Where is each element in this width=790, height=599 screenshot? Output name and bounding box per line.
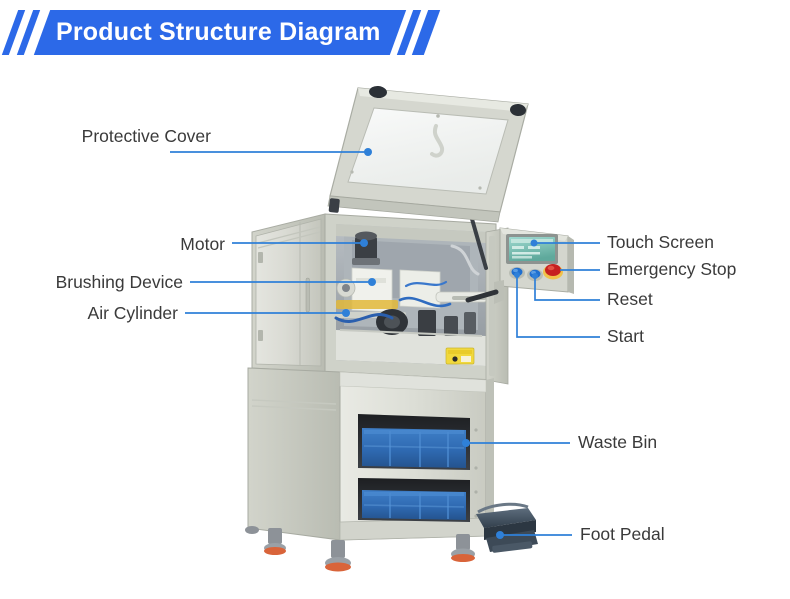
- callout-emergency-stop-label: Emergency Stop: [607, 259, 737, 279]
- callout-foot-pedal-label: Foot Pedal: [580, 524, 665, 544]
- callout-start-label: Start: [607, 326, 644, 346]
- touch-screen-part: [506, 234, 558, 264]
- page-title: Product Structure Diagram: [56, 18, 381, 46]
- waste-bin-lower: [358, 478, 470, 522]
- machine-feet: [245, 526, 475, 572]
- callout-air-cylinder-label: Air Cylinder: [87, 303, 178, 323]
- motor-part: [352, 231, 380, 265]
- callout-touch-screen-label: Touch Screen: [607, 232, 715, 252]
- callout-brushing-device-label: Brushing Device: [55, 272, 183, 292]
- header-banner: Product Structure Diagram: [0, 10, 470, 55]
- callout-reset-label: Reset: [607, 289, 653, 309]
- panel-buttons: [509, 264, 563, 281]
- machine-lower-cabinet: [247, 367, 494, 541]
- start-button-part: [509, 267, 525, 279]
- protective-cover-part: [327, 85, 529, 223]
- callout-waste-bin-label: Waste Bin: [578, 432, 658, 452]
- reset-button-part: [527, 269, 543, 281]
- waste-bin-upper: [358, 414, 470, 470]
- callout-protective-cover-label: Protective Cover: [81, 126, 211, 146]
- callout-motor-label: Motor: [180, 234, 225, 254]
